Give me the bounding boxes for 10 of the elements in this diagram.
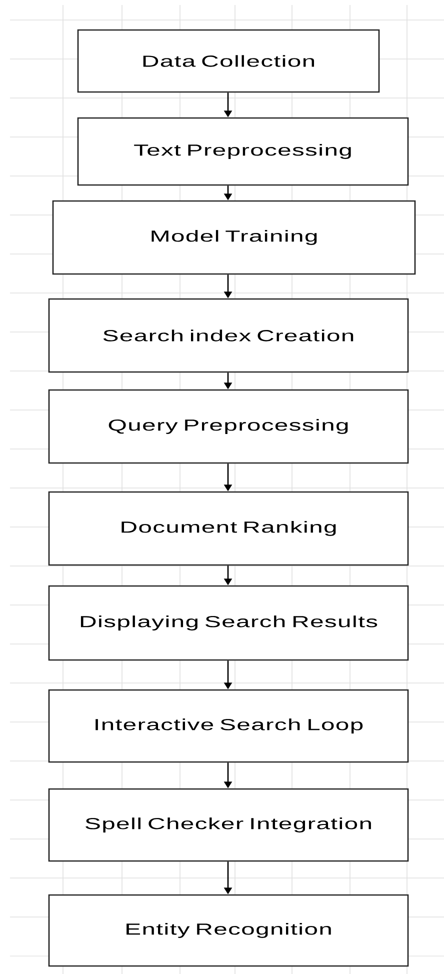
process-box: Model Training [52,200,416,275]
process-box: Query Preprocessing [48,389,409,464]
process-box: Spell Checker Integration [48,788,409,862]
process-box: Data Collection [77,29,380,93]
process-box: Text Preprocessing [77,117,409,186]
process-box: Search index Creation [48,298,409,373]
process-box: Entity Recognition [48,894,409,967]
process-box: Displaying Search Results [48,585,409,661]
process-box: Interactive Search Loop [48,689,409,763]
process-box: Document Ranking [48,491,409,566]
